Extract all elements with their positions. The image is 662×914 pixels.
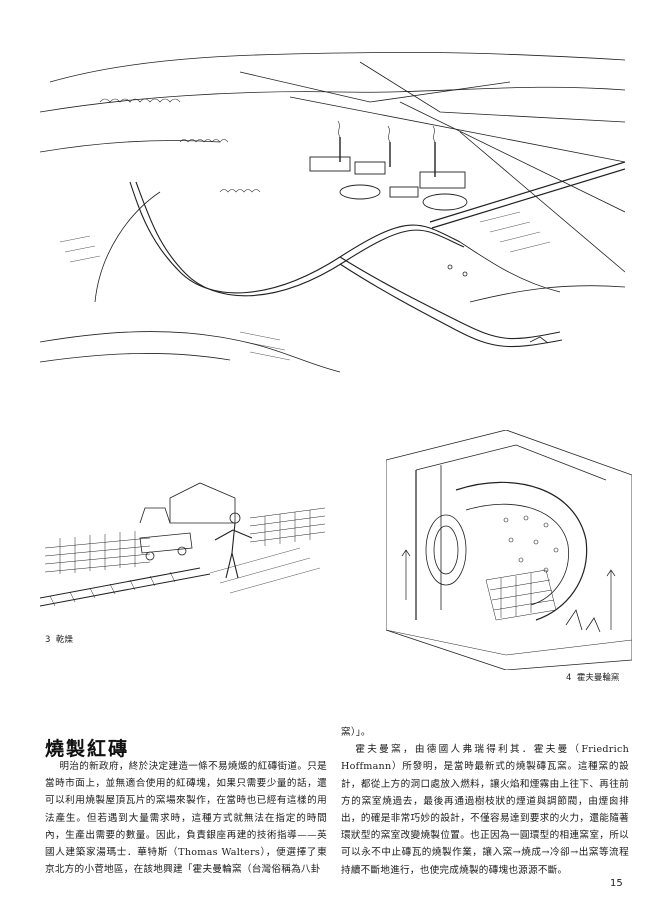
figure-number: 4 [566, 673, 572, 683]
figure-3-caption: 3 乾燥 [45, 633, 73, 645]
figure-caption-text: 霍夫曼輪窯 [576, 673, 620, 683]
body-paragraph: 霍夫曼窯，由德國人弗瑞得利其．霍夫曼（Friedrich Hoffmann）所發… [341, 744, 629, 876]
figure-caption-text: 乾燥 [55, 635, 73, 645]
aerial-brickworks-illustration [40, 42, 625, 397]
section-heading: 燒製紅磚 [45, 738, 130, 760]
hoffmann-kiln-illustration [386, 430, 632, 670]
body-paragraph: 明治的新政府，終於決定建造一條不易燒燬的紅磚街道。只是當時市面上，並無適合使用的… [45, 761, 327, 876]
page-number: 15 [610, 878, 623, 889]
right-text-column: 窯）」。 霍夫曼窯，由德國人弗瑞得利其．霍夫曼（Friedrich Hoffma… [341, 724, 629, 879]
figure-4-caption: 4 霍夫曼輪窯 [566, 671, 619, 683]
continued-text: 窯）」。 [341, 727, 371, 738]
drying-bricks-illustration [40, 478, 335, 628]
left-text-column: 明治的新政府，終於決定建造一條不易燒燬的紅磚街道。只是當時市面上，並無適合使用的… [45, 758, 327, 878]
figure-number: 3 [45, 635, 51, 645]
